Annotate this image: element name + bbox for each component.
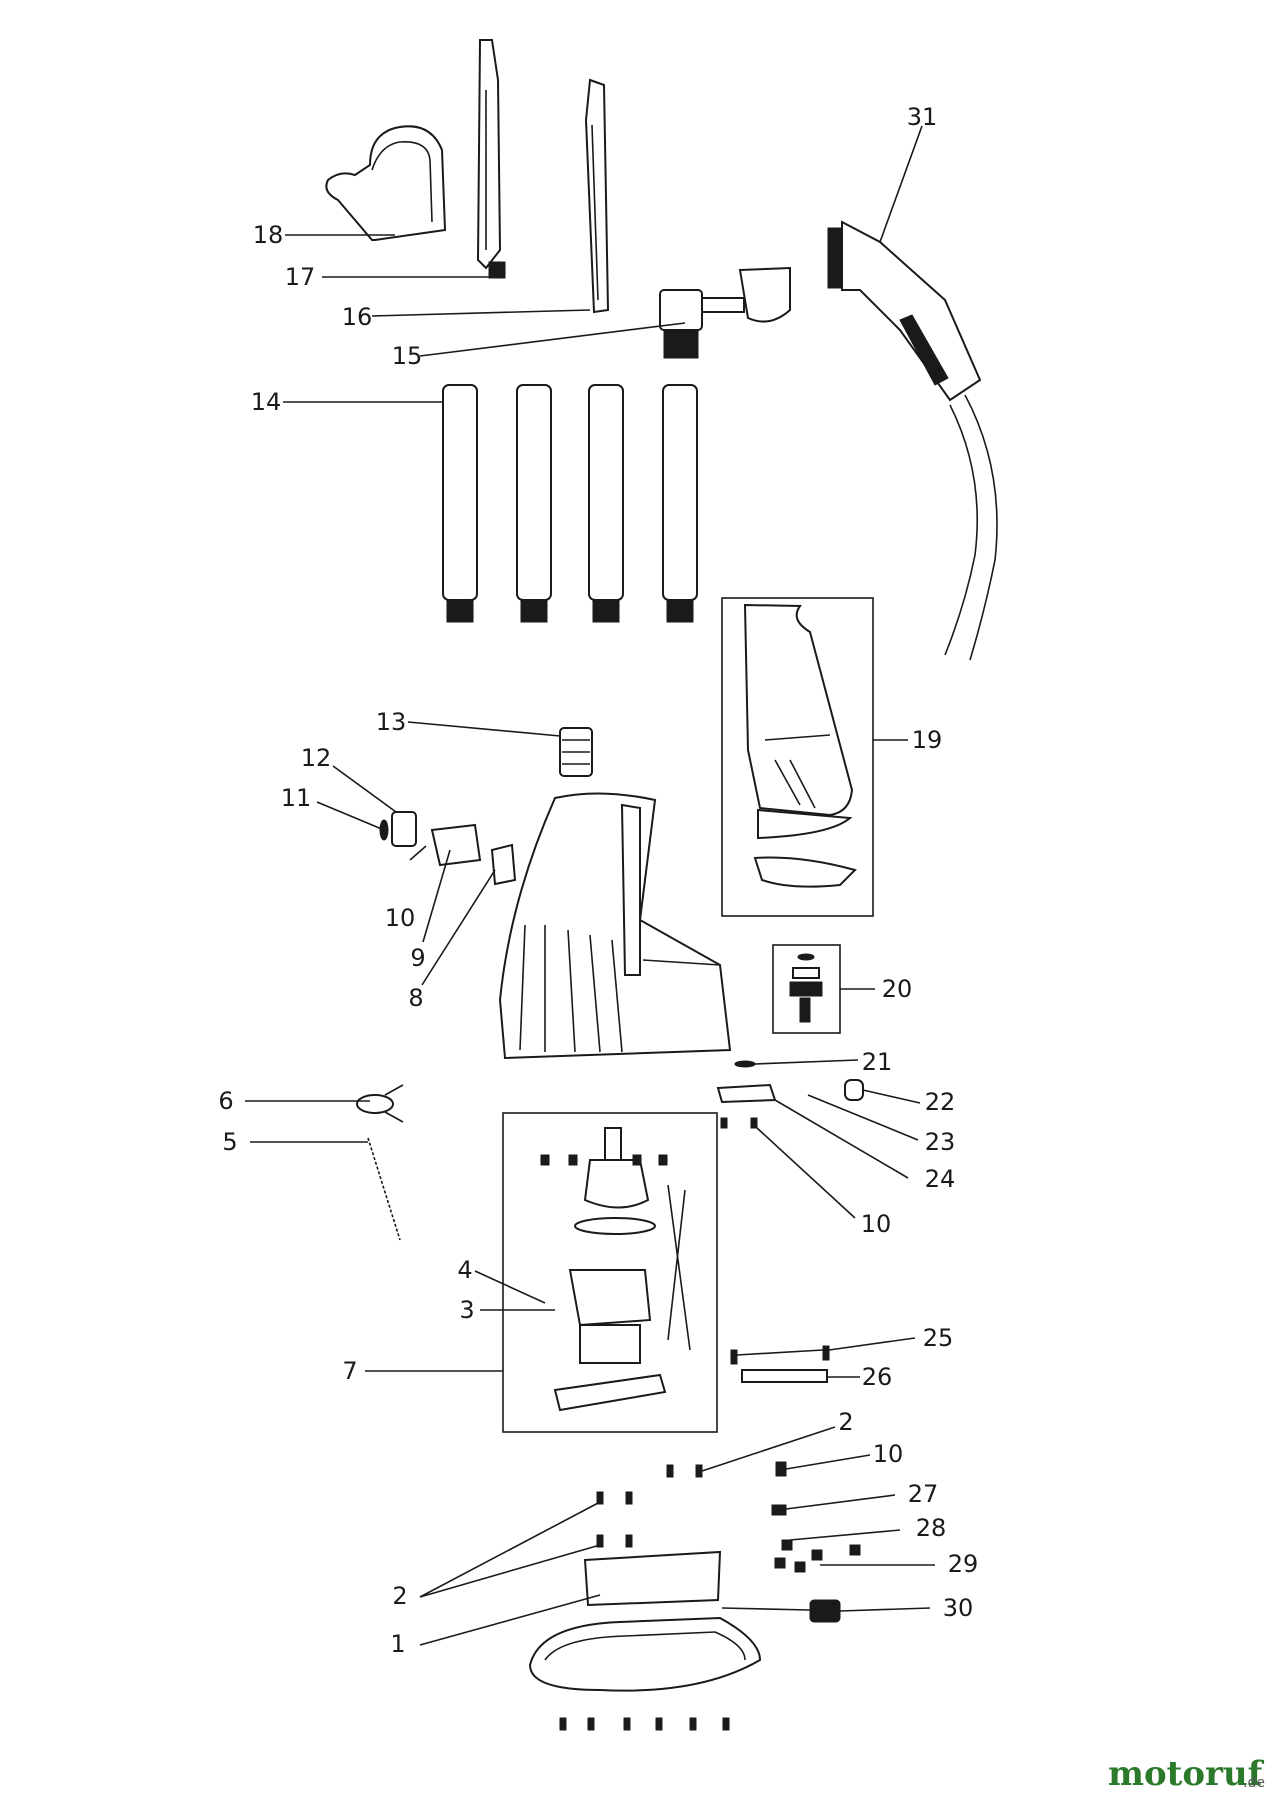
part-labels: 1 2 2 3 4 5 6 7 8 9 10 10 10 11 12 13 14…	[218, 103, 978, 1658]
label-29: 29	[948, 1550, 979, 1578]
part-19-water-tank	[743, 603, 857, 888]
base-screws	[559, 1717, 730, 1731]
watermark-brand: motoruf	[1108, 1754, 1265, 1794]
part-19-box	[721, 597, 874, 917]
part-8-switch	[490, 843, 517, 886]
label-12: 12	[301, 744, 332, 772]
part-27-29-plugs	[771, 1461, 861, 1573]
label-13: 13	[376, 708, 407, 736]
label-14: 14	[251, 388, 282, 416]
label-19: 19	[912, 726, 943, 754]
label-5: 5	[222, 1128, 237, 1156]
part-20-valve	[789, 953, 823, 1023]
part-1-cover	[583, 1550, 722, 1607]
label-8: 8	[408, 984, 423, 1012]
watermark-tld: .de	[1243, 1775, 1265, 1791]
part-14-extension-tubes	[442, 384, 698, 623]
label-18: 18	[253, 221, 284, 249]
label-20: 20	[882, 975, 913, 1003]
label-31: 31	[907, 103, 938, 131]
part-30-plug	[721, 1599, 841, 1623]
label-9: 9	[410, 944, 425, 972]
part-18-glove	[325, 125, 447, 241]
label-16: 16	[342, 303, 373, 331]
label-2a: 2	[392, 1582, 407, 1610]
label-4: 4	[457, 1256, 472, 1284]
part-13-filter	[559, 727, 593, 777]
label-10a: 10	[385, 904, 416, 932]
label-25: 25	[923, 1324, 954, 1352]
label-6: 6	[218, 1087, 233, 1115]
part-31-hose-brush	[827, 220, 998, 661]
label-3: 3	[459, 1296, 474, 1324]
label-17: 17	[285, 263, 316, 291]
part-7-box	[502, 1112, 718, 1433]
label-28: 28	[916, 1514, 947, 1542]
label-1: 1	[390, 1630, 405, 1658]
label-24: 24	[925, 1165, 956, 1193]
watermark-logo: motoruf .de	[1108, 1754, 1265, 1794]
label-21: 21	[862, 1048, 893, 1076]
part-6-clip	[356, 1084, 404, 1123]
part-5-spring	[367, 1137, 401, 1241]
part-16-nozzle	[584, 78, 610, 314]
label-10c: 10	[873, 1440, 904, 1468]
part-7-pump-assembly	[540, 1127, 691, 1412]
label-11: 11	[281, 784, 312, 812]
main-housing	[498, 792, 732, 1060]
label-26: 26	[862, 1363, 893, 1391]
label-23: 23	[925, 1128, 956, 1156]
part-21-24-fitting	[716, 1060, 864, 1129]
label-30: 30	[943, 1594, 974, 1622]
label-15: 15	[392, 342, 423, 370]
part-25-seals	[730, 1345, 830, 1365]
part-15-adapter	[659, 266, 791, 359]
part-2-screws	[596, 1464, 703, 1548]
part-26-tube	[741, 1369, 828, 1383]
label-10b: 10	[861, 1210, 892, 1238]
leader-lines	[245, 125, 935, 1646]
part-11-12-knob	[379, 811, 417, 847]
part-9-switch	[430, 823, 482, 867]
label-27: 27	[908, 1480, 939, 1508]
label-2b: 2	[838, 1408, 853, 1436]
base-plate	[528, 1616, 762, 1692]
label-22: 22	[925, 1088, 956, 1116]
label-7: 7	[342, 1357, 357, 1385]
part-17-crevice-tool	[476, 39, 506, 279]
